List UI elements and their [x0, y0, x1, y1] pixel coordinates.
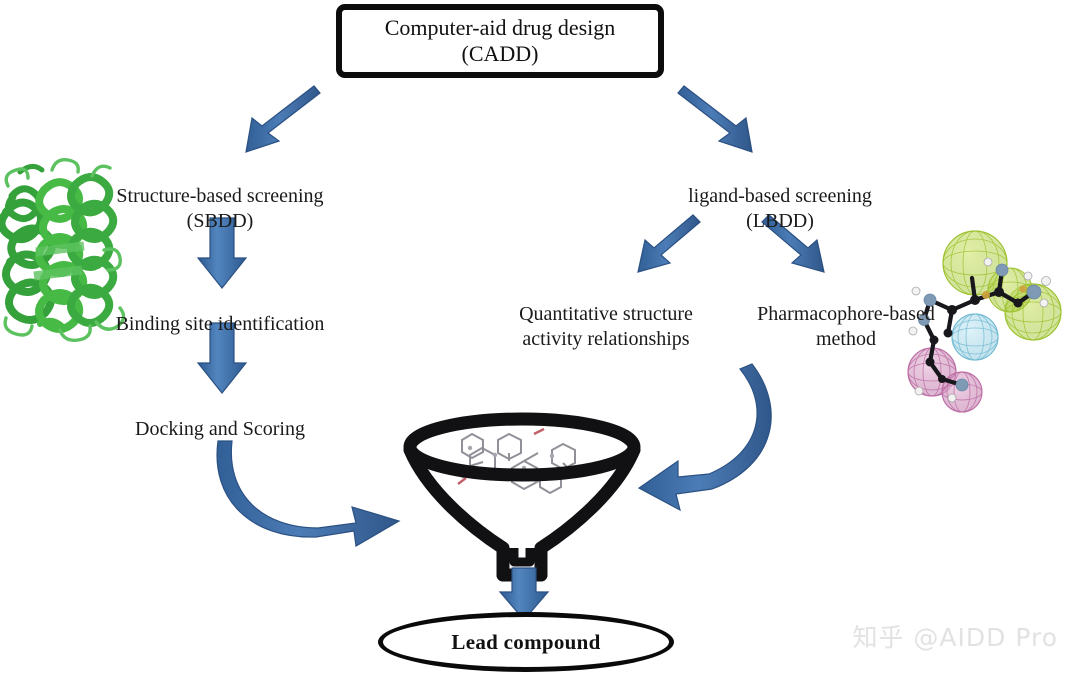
- watermark: 知乎 @AIDD Pro: [852, 623, 1058, 652]
- node-lbdd: ligand-based screening (LBDD): [640, 160, 920, 233]
- arrow-docking-to-funnel: [216, 440, 401, 547]
- node-sbdd-label: Structure-based screening (SBDD): [116, 185, 324, 232]
- node-docking-scoring: Docking and Scoring: [84, 393, 356, 442]
- lead-compound-node: Lead compound: [378, 612, 674, 672]
- node-lbdd-label: ligand-based screening (LBDD): [688, 185, 872, 232]
- node-binding-site-label: Binding site identification: [115, 313, 325, 336]
- lead-compound-label: Lead compound: [451, 629, 601, 654]
- arrow-lbdd-branch-to-funnel: [637, 363, 772, 512]
- node-qsar-label: Quantitative structure activity relation…: [519, 303, 693, 350]
- node-pharmacophore-label: Pharmacophore-based method: [757, 303, 935, 350]
- arrow-cadd-to-lbdd: [677, 85, 753, 153]
- node-binding-site: Binding site identification: [82, 288, 358, 337]
- node-qsar: Quantitative structure activity relation…: [482, 278, 730, 351]
- funnel-image: [403, 412, 641, 582]
- node-pharmacophore: Pharmacophore-based method: [730, 278, 962, 351]
- title-box-label: Computer-aid drug design (CADD): [384, 15, 616, 66]
- title-box: Computer-aid drug design (CADD): [336, 4, 664, 78]
- node-docking-scoring-label: Docking and Scoring: [135, 418, 305, 441]
- arrow-cadd-to-sbdd: [245, 85, 321, 153]
- node-sbdd: Structure-based screening (SBDD): [84, 160, 356, 233]
